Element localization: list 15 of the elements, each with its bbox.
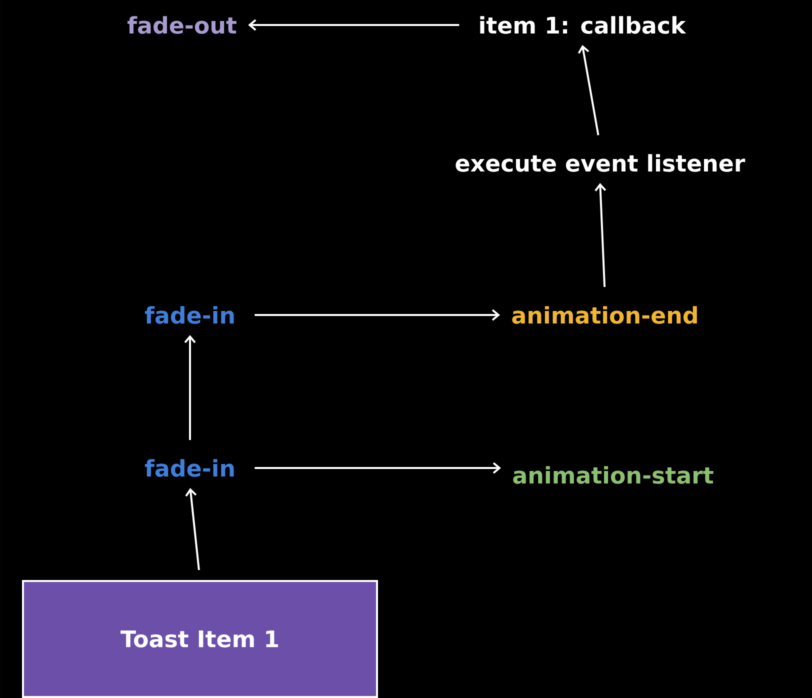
arrow bbox=[184, 335, 196, 440]
step-label: item 1: callback bbox=[480, 16, 686, 34]
step-label: fade-in bbox=[144, 306, 234, 324]
arrow bbox=[254, 462, 502, 474]
arrow bbox=[185, 488, 200, 570]
step-label: fade-out bbox=[128, 16, 236, 34]
process-box: Toast Item 1 bbox=[22, 580, 378, 698]
arrow bbox=[248, 19, 460, 31]
arrow bbox=[594, 183, 606, 288]
arrow bbox=[254, 309, 500, 321]
arrow bbox=[578, 44, 600, 136]
step-label: animation-end bbox=[512, 306, 697, 324]
step-label: execute event listener bbox=[456, 154, 746, 172]
step-label: animation-start bbox=[513, 466, 714, 484]
step-label: fade-in bbox=[144, 459, 234, 477]
